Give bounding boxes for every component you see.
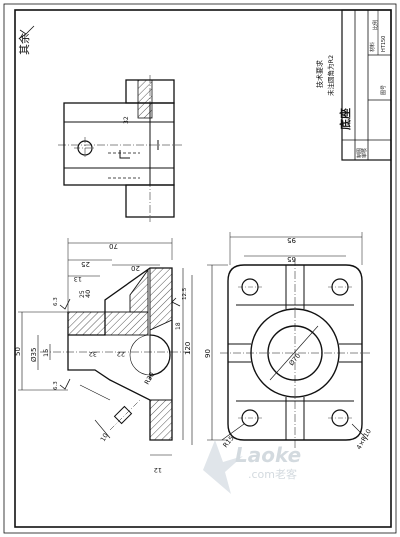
title-block: 底座 制图 审核 材料 比例 HT150 图号 — [338, 9, 392, 161]
watermark-brand: Laoke — [235, 443, 301, 467]
dim-25: 25 — [81, 260, 90, 268]
dim-40: 40 — [84, 290, 92, 298]
dim-95: 95 — [287, 236, 296, 244]
roughness-symbol-icon — [19, 25, 35, 39]
dim-32-top: 32 — [123, 116, 130, 124]
dim-phi35: Ø35 — [30, 348, 38, 362]
dim-4xr10: 4×R10 — [355, 428, 373, 451]
dim-70: 70 — [109, 242, 118, 250]
dim-32: 32 — [89, 350, 97, 358]
top-view — [58, 75, 182, 222]
sheet-label: 图号 — [381, 85, 387, 95]
material-value: HT150 — [381, 36, 387, 52]
dim-25b: 25 — [79, 290, 86, 298]
dim-120: 120 — [184, 342, 192, 355]
dim-65: 65 — [287, 255, 296, 263]
front-section-view — [18, 238, 193, 456]
tech-req-line1: 未注圆角为R2 — [326, 55, 335, 96]
dim-13: 13 — [74, 275, 82, 283]
dim-50: 50 — [14, 347, 22, 356]
watermark-domain: .com老客 — [248, 467, 297, 481]
scale-label: 比例 — [372, 20, 379, 30]
dim-90: 90 — [204, 349, 212, 358]
material-label: 材料 — [369, 42, 376, 52]
roughness-6-3: 6.3 — [53, 297, 59, 306]
dim-15: 15 — [42, 349, 50, 357]
sheet-border — [3, 3, 397, 534]
dim-10: 10 — [99, 432, 110, 443]
part-name: 底座 — [338, 108, 352, 130]
roughness-12-5: 12.5 — [182, 287, 188, 300]
dim-18: 18 — [175, 322, 182, 330]
watermark: Laoke .com老客 — [203, 440, 301, 494]
tech-req-title: 技术要求 — [315, 60, 324, 88]
drawing-frame — [14, 9, 392, 528]
dim-22: 22 — [117, 350, 125, 358]
check-label: 审核 — [361, 148, 368, 158]
dim-12: 12 — [154, 466, 162, 474]
drawn-label: 制图 — [356, 148, 363, 158]
roughness-6-3b: 6.3 — [53, 381, 59, 390]
corner-roughness-note: 其余 — [17, 33, 31, 55]
dim-phi70: Ø70 — [287, 352, 302, 367]
dim-r30: R30 — [143, 371, 156, 386]
dim-20: 20 — [131, 264, 140, 272]
side-view — [207, 232, 370, 448]
